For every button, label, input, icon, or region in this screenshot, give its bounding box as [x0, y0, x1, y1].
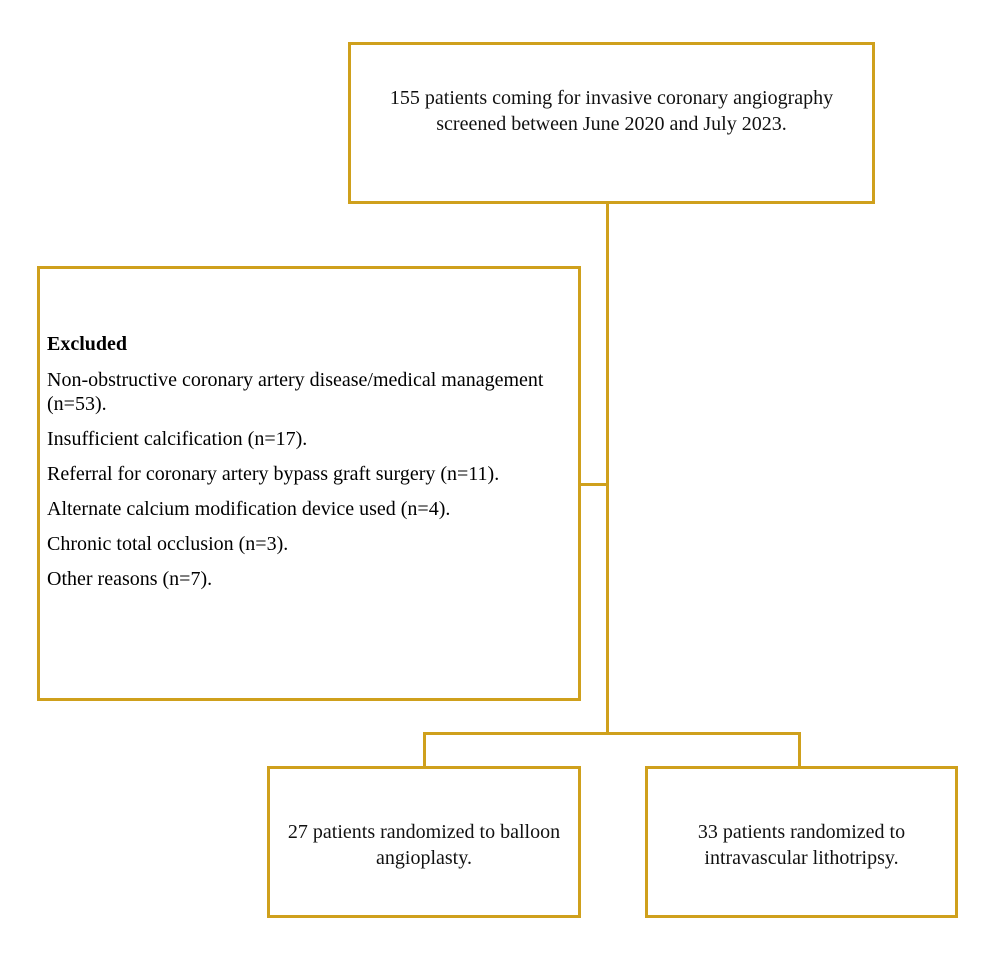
excluded-content: Excluded Non-obstructive coronary artery…	[47, 332, 566, 602]
connector-drop-lithotripsy	[798, 732, 801, 767]
excluded-reason: Non-obstructive coronary artery disease/…	[47, 369, 544, 415]
node-arm-balloon-text: 27 patients randomized to balloon angiop…	[287, 821, 561, 869]
connector-drop-balloon	[423, 732, 426, 767]
connector-trunk-vertical	[606, 203, 609, 735]
node-arm-lithotripsy-text: 33 patients randomized to intravascular …	[697, 821, 906, 869]
connector-excluded-stub	[581, 483, 607, 486]
excluded-reason: Alternate calcium modification device us…	[47, 498, 451, 520]
node-arm-balloon-angioplasty: 27 patients randomized to balloon angiop…	[267, 766, 581, 918]
node-screened: 155 patients coming for invasive coronar…	[348, 42, 875, 204]
excluded-reason: Chronic total occlusion (n=3).	[47, 533, 289, 555]
excluded-reason: Referral for coronary artery bypass graf…	[47, 463, 500, 485]
connector-randomization-split	[423, 732, 801, 735]
excluded-title: Excluded	[47, 333, 128, 355]
node-screened-text: 155 patients coming for invasive coronar…	[389, 87, 834, 135]
excluded-reason: Other reasons (n=7).	[47, 568, 213, 590]
excluded-reason: Insufficient calcification (n=17).	[47, 428, 308, 450]
node-excluded: Excluded Non-obstructive coronary artery…	[37, 266, 581, 701]
node-arm-intravascular-lithotripsy: 33 patients randomized to intravascular …	[645, 766, 958, 918]
